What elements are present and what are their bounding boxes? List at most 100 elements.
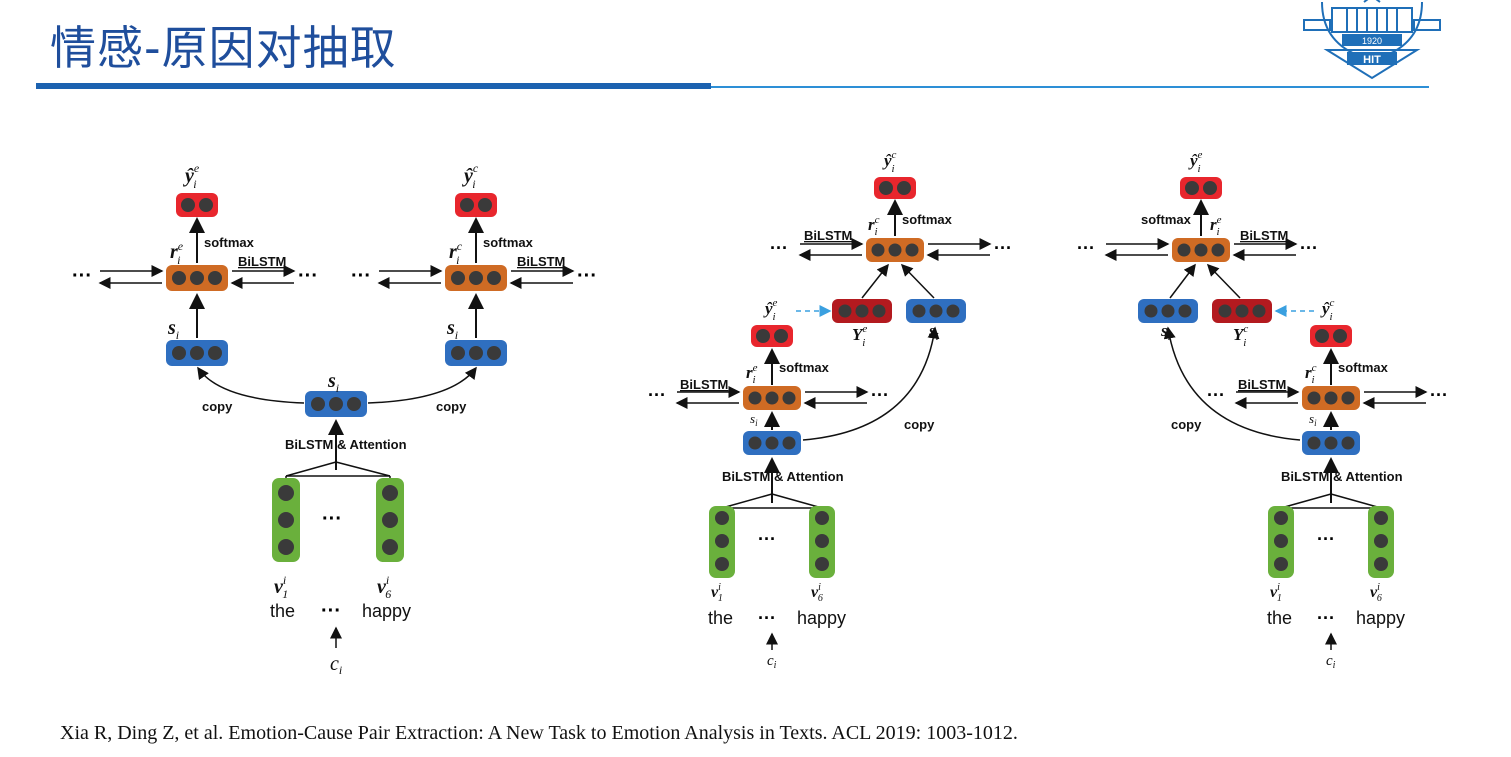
node-v1-3 xyxy=(1268,506,1294,578)
word-the: the xyxy=(270,601,295,621)
node-r-c-top xyxy=(866,238,924,262)
label-s-c: si xyxy=(446,317,458,342)
label-s-small-3: si xyxy=(1309,411,1317,428)
label-copy-e: copy xyxy=(202,399,233,414)
label-copy-c: copy xyxy=(436,399,467,414)
dots-r-e-left: ··· xyxy=(72,265,92,287)
dots-mid-right-3: ··· xyxy=(1430,385,1448,405)
node-r-e-top xyxy=(1172,238,1230,262)
word-happy: happy xyxy=(362,601,411,621)
label-attention-3: BiLSTM & Attention xyxy=(1281,469,1403,484)
dots-mid-left-3: ··· xyxy=(1207,385,1225,405)
label-attention: BiLSTM & Attention xyxy=(285,437,407,452)
label-c-2: ci xyxy=(767,653,777,671)
node-v6-2 xyxy=(809,506,835,578)
dots-top-right: ··· xyxy=(994,238,1012,258)
dots-clause-3: ··· xyxy=(1317,608,1335,628)
node-r-e-2 xyxy=(743,386,801,410)
node-s-c xyxy=(445,340,507,366)
word-happy-2: happy xyxy=(797,608,846,628)
citation: Xia R, Ding Z, et al. Emotion-Cause Pair… xyxy=(60,722,1018,744)
dots-r-c-right: ··· xyxy=(577,265,597,287)
node-s-copy-2 xyxy=(906,299,966,323)
label-bilstm-top: BiLSTM xyxy=(804,228,852,243)
node-s-copy-3 xyxy=(1138,299,1198,323)
node-s-2 xyxy=(743,431,801,455)
node-r-c-3 xyxy=(1302,386,1360,410)
title-underline-light xyxy=(711,86,1429,88)
node-yhat-c-3 xyxy=(1310,325,1352,347)
dots-r-e-right: ··· xyxy=(298,265,318,287)
label-softmax-2: softmax xyxy=(779,360,830,375)
label-c: ci xyxy=(330,653,342,677)
label-bilstm-mid-3: BiLSTM xyxy=(1238,377,1286,392)
label-bilstm-c: BiLSTM xyxy=(517,254,565,269)
node-yhat-e-2 xyxy=(751,325,793,347)
label-copy-3: copy xyxy=(1171,417,1202,432)
dots-words: ··· xyxy=(322,508,342,530)
label-softmax-e: softmax xyxy=(204,235,255,250)
node-Y-e xyxy=(832,299,892,323)
word-happy-3: happy xyxy=(1356,608,1405,628)
dots-words-2: ··· xyxy=(758,529,776,549)
label-copy-2: copy xyxy=(904,417,935,432)
node-y-c xyxy=(455,193,497,217)
slide-title: 情感-原因对抽取 xyxy=(50,21,397,75)
label-s-e: si xyxy=(167,317,179,342)
logo-text: HIT xyxy=(1363,54,1381,66)
node-s-shared xyxy=(305,391,367,417)
dots-top-right-3: ··· xyxy=(1300,238,1318,258)
node-y-c-top xyxy=(874,177,916,199)
dots-clause: ··· xyxy=(321,600,341,622)
node-r-e xyxy=(166,265,228,291)
node-v1-2 xyxy=(709,506,735,578)
word-the-2: the xyxy=(708,608,733,628)
label-softmax-top-3: softmax xyxy=(1141,212,1192,227)
hit-logo: 1920 HIT xyxy=(1303,0,1441,80)
label-c-3: ci xyxy=(1326,653,1336,671)
dots-top-left-3: ··· xyxy=(1077,238,1095,258)
node-v1 xyxy=(272,478,300,562)
node-v6-3 xyxy=(1368,506,1394,578)
node-y-e-top xyxy=(1180,177,1222,199)
word-the-3: the xyxy=(1267,608,1292,628)
label-softmax-top: softmax xyxy=(902,212,953,227)
label-bilstm-top-3: BiLSTM xyxy=(1240,228,1288,243)
label-s-small-2: si xyxy=(750,411,758,428)
label-softmax-c: softmax xyxy=(483,235,534,250)
label-softmax-3: softmax xyxy=(1338,360,1389,375)
logo-year: 1920 xyxy=(1362,36,1382,46)
node-Y-c xyxy=(1212,299,1272,323)
dots-clause-2: ··· xyxy=(758,608,776,628)
node-y-e xyxy=(176,193,218,217)
label-attention-2: BiLSTM & Attention xyxy=(722,469,844,484)
label-bilstm-e: BiLSTM xyxy=(238,254,286,269)
node-s-3 xyxy=(1302,431,1360,455)
node-r-c xyxy=(445,265,507,291)
dots-mid-left: ··· xyxy=(648,385,666,405)
title-underline-dark xyxy=(36,83,711,89)
node-v6 xyxy=(376,478,404,562)
